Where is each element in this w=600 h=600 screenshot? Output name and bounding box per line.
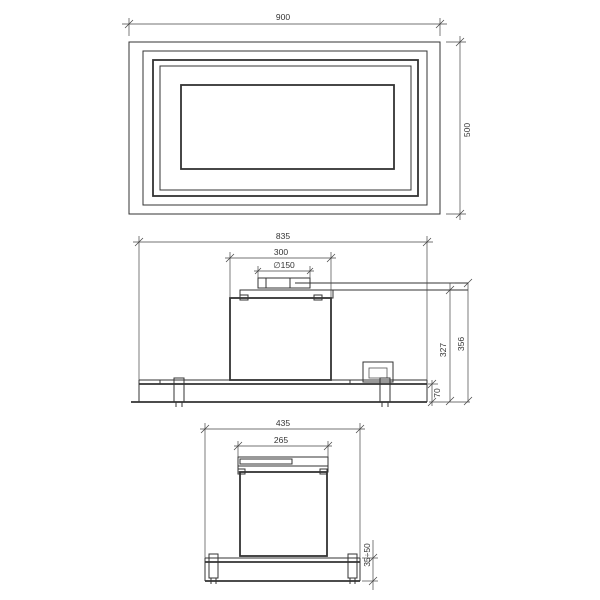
front-mount-plate	[239, 289, 334, 299]
top-depth-label: 500	[462, 123, 472, 137]
front-motor-housing	[229, 297, 332, 381]
top-view-frame-3	[152, 59, 419, 197]
top-view-filter-panel	[180, 84, 395, 170]
side-width-tick-right	[355, 424, 365, 434]
side-clamp-right	[347, 553, 358, 579]
side-width-label: 435	[276, 418, 290, 428]
front-outlet-tick-right	[306, 267, 314, 275]
side-view: 435 265 35÷50	[200, 418, 378, 590]
side-outlet-strip	[237, 456, 329, 467]
side-clip-tick-top	[368, 553, 378, 563]
front-control-box-inner	[368, 367, 388, 379]
front-h356-tick-bottom	[463, 396, 473, 406]
top-view-outer-frame	[128, 41, 441, 215]
front-clamp-right	[379, 377, 391, 403]
side-motor-tick-left	[233, 441, 243, 451]
front-width-label: 835	[276, 231, 290, 241]
side-motor-housing	[239, 471, 328, 557]
top-width-tick-right	[435, 19, 445, 29]
front-motor-tick-right	[326, 253, 336, 263]
front-outlet-tick-left	[254, 267, 262, 275]
top-depth-tick-bottom	[455, 209, 465, 219]
front-height-356-label: 356	[456, 337, 466, 351]
front-control-box	[362, 361, 394, 383]
front-motor-width-label: 300	[274, 247, 288, 257]
front-base-tick-top	[427, 379, 437, 389]
side-clip-tick-bottom	[368, 576, 378, 586]
front-outlet-label: ∅150	[273, 260, 295, 270]
side-clamp-left	[208, 553, 219, 579]
front-width-tick-right	[422, 237, 432, 247]
side-outlet-inner	[239, 458, 293, 465]
front-height-327-label: 327	[438, 343, 448, 357]
front-base-tick-bottom	[427, 397, 437, 407]
top-view: 900 500	[122, 12, 472, 220]
front-h356-tick-top	[463, 278, 473, 288]
top-width-tick-left	[124, 19, 134, 29]
top-view-frame-4	[159, 65, 412, 191]
side-width-tick-left	[200, 424, 210, 434]
top-view-frame-2	[142, 50, 428, 206]
top-width-label: 900	[276, 12, 290, 22]
side-clip-label: 35÷50	[362, 543, 372, 567]
front-h327-tick-bottom	[445, 396, 455, 406]
front-base-70-label: 70	[432, 388, 442, 398]
front-h327-tick-top	[445, 285, 455, 295]
front-clamp-left	[173, 377, 185, 403]
front-outlet-body	[257, 277, 311, 289]
front-width-tick-left	[134, 237, 144, 247]
front-view: 835 300 ∅150 327 356 70	[131, 231, 473, 407]
side-motor-width-label: 265	[274, 435, 288, 445]
front-motor-tick-left	[225, 253, 235, 263]
top-depth-tick-top	[455, 37, 465, 47]
side-motor-tick-right	[323, 441, 333, 451]
